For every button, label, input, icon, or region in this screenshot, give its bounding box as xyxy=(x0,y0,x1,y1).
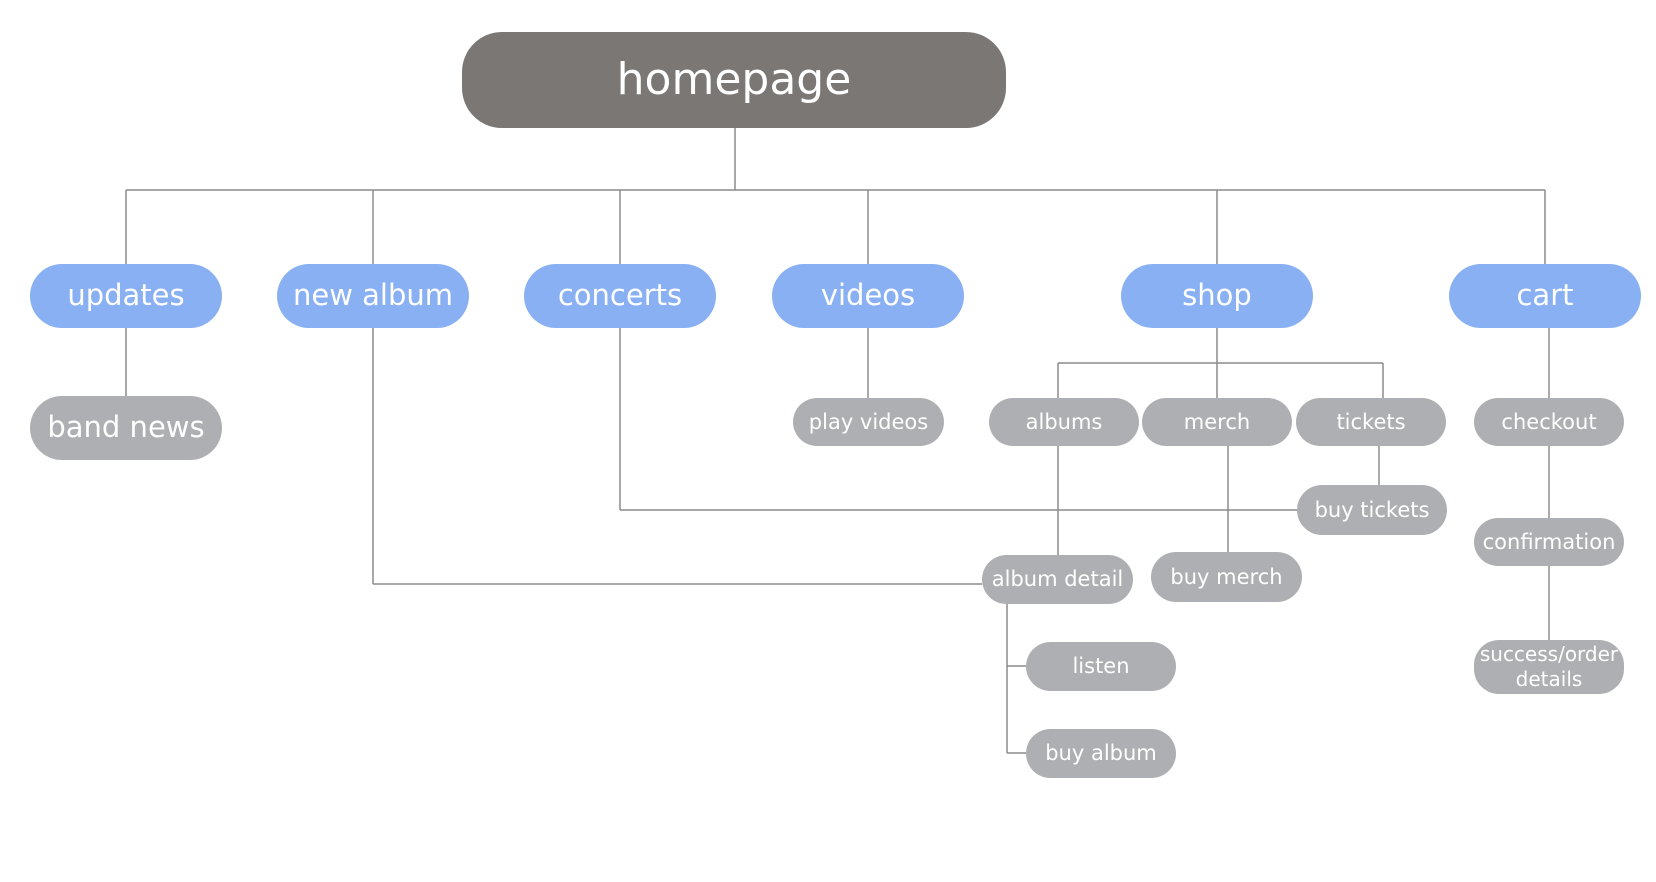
node-updates[interactable]: updates xyxy=(30,264,222,328)
node-new-album[interactable]: new album xyxy=(277,264,469,328)
node-shop[interactable]: shop xyxy=(1121,264,1313,328)
node-buy-tickets[interactable]: buy tickets xyxy=(1297,485,1447,535)
node-checkout[interactable]: checkout xyxy=(1474,398,1624,446)
node-band-news[interactable]: band news xyxy=(30,396,222,460)
node-listen[interactable]: listen xyxy=(1026,642,1176,691)
node-buy-merch[interactable]: buy merch xyxy=(1151,552,1302,602)
node-concerts[interactable]: concerts xyxy=(524,264,716,328)
node-homepage[interactable]: homepage xyxy=(462,32,1006,128)
node-albums[interactable]: albums xyxy=(989,398,1139,446)
node-confirmation[interactable]: confirmation xyxy=(1474,518,1624,566)
node-album-detail[interactable]: album detail xyxy=(982,555,1133,604)
node-success-order-details[interactable]: success/order details xyxy=(1474,640,1624,694)
node-play-videos[interactable]: play videos xyxy=(793,398,944,446)
node-videos[interactable]: videos xyxy=(772,264,964,328)
node-merch[interactable]: merch xyxy=(1142,398,1292,446)
node-buy-album[interactable]: buy album xyxy=(1026,729,1176,778)
node-tickets[interactable]: tickets xyxy=(1296,398,1446,446)
node-cart[interactable]: cart xyxy=(1449,264,1641,328)
